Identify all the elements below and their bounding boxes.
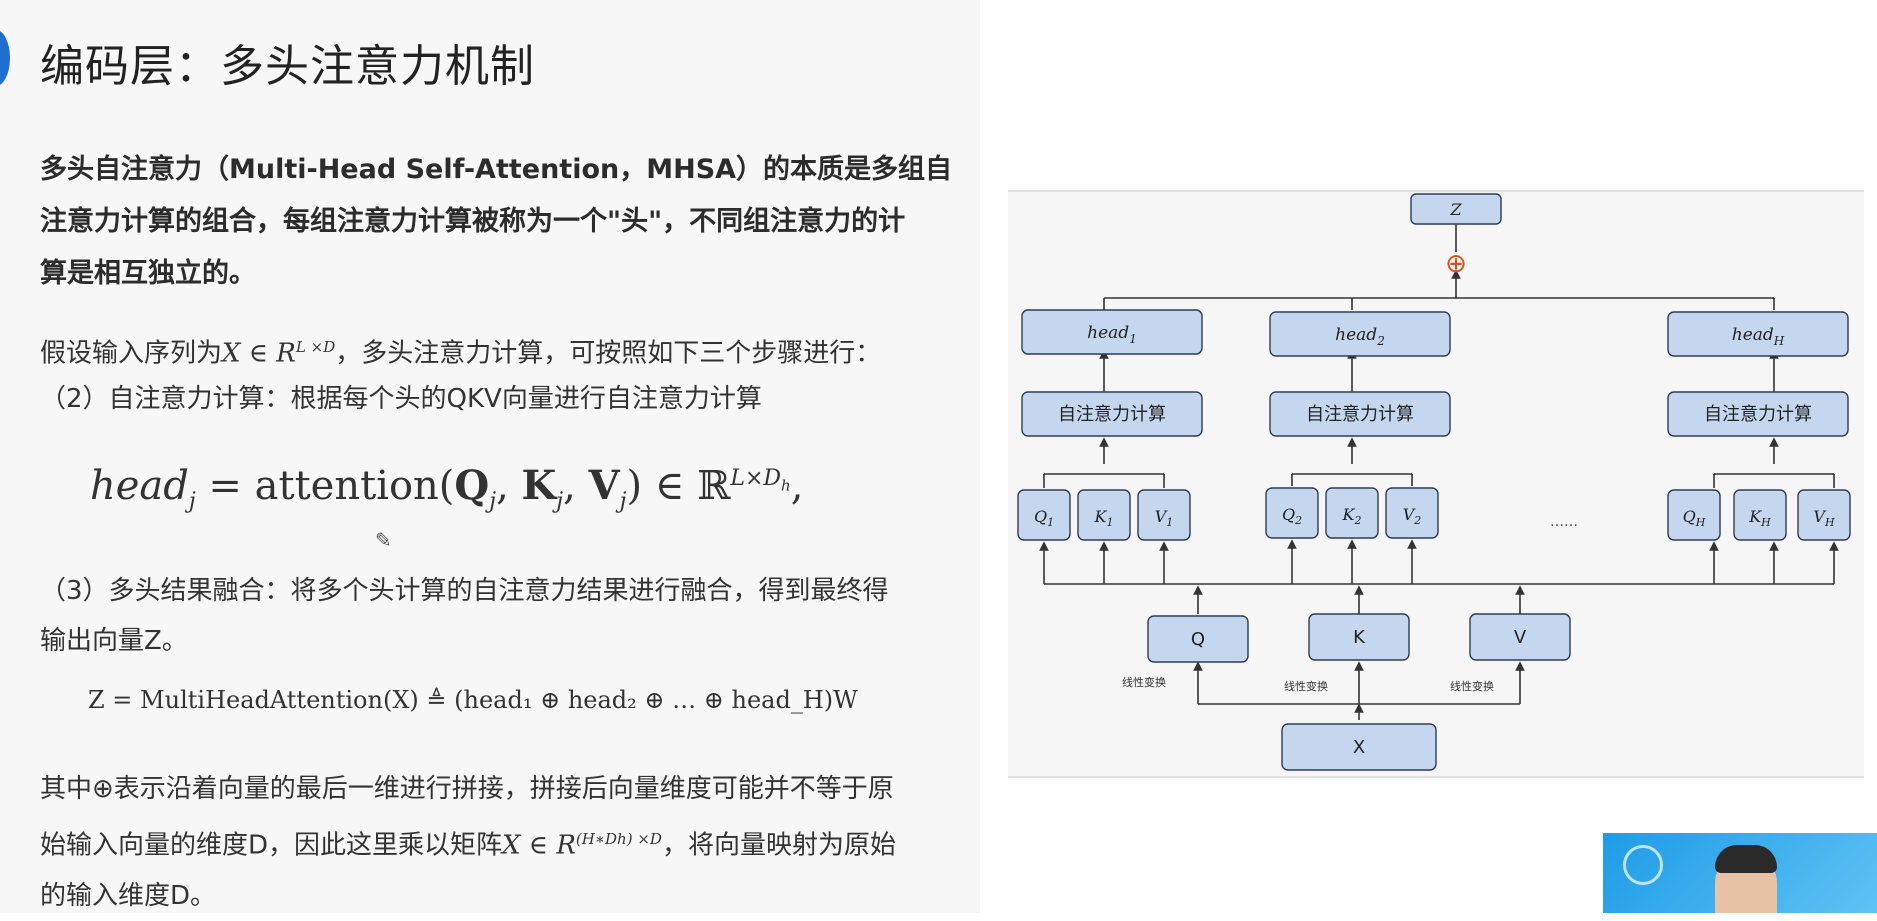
z-output-box	[1410, 193, 1502, 225]
self-attention-box	[1269, 391, 1451, 437]
v-box	[1797, 489, 1851, 541]
self-attention-box	[1021, 391, 1203, 437]
head-column-h: headH 自注意力计算 QH KH VH	[1667, 311, 1851, 541]
assumption-line: 假设输入序列为X ∈ RL ×D，多头注意力计算，可按照如下三个步骤进行：	[40, 338, 882, 369]
linear-transform-label-k: 线性变换	[1284, 679, 1328, 693]
q-box	[1667, 489, 1721, 541]
v-projection-box	[1469, 613, 1571, 661]
equation-multihead: Z = MultiHeadAttention(X) ≜ (head₁ ⊕ hea…	[88, 686, 858, 714]
q-projection-label: Q	[1191, 629, 1205, 650]
self-attention-box	[1667, 391, 1849, 437]
q-box	[1017, 489, 1071, 541]
q-box	[1265, 487, 1319, 539]
mhsa-diagram: Z ⊕ head1 自注意力计算 Q1 K1 V1 head2 自注意力计算 Q…	[1008, 190, 1864, 778]
head-box	[1269, 311, 1451, 357]
svg-text:Q1: Q1	[1034, 507, 1054, 529]
step-3-line-1: （3）多头结果融合：将多个头计算的自注意力结果进行融合，得到最终得	[40, 576, 889, 606]
concat-icon: ⊕	[1445, 249, 1467, 279]
self-attention-label: 自注意力计算	[1306, 404, 1414, 425]
equation-head: headj = attention(Qj, Kj, Vj) ∈ ℝL×Dh,	[90, 462, 804, 514]
step-2-text: （2）自注意力计算：根据每个头的QKV向量进行自注意力计算	[40, 384, 762, 414]
mhsa-diagram-svg: Z ⊕ head1 自注意力计算 Q1 K1 V1 head2 自注意力计算 Q…	[1017, 193, 1851, 771]
presenter-hair	[1715, 845, 1777, 873]
k-box	[1077, 489, 1131, 541]
svg-text:K2: K2	[1342, 505, 1362, 527]
pencil-cursor-icon: ✎	[375, 528, 392, 552]
svg-text:KH: KH	[1748, 507, 1771, 529]
conclusion-line-3: 的输入维度D。	[40, 880, 217, 911]
slide-title: 编码层：多头注意力机制	[40, 41, 535, 92]
head-column-1: head1 自注意力计算 Q1 K1 V1	[1017, 309, 1203, 541]
intro-line-3: 算是相互独立的。	[40, 258, 256, 289]
svg-text:V2: V2	[1403, 505, 1422, 527]
webcam-logo-icon	[1623, 845, 1663, 885]
self-attention-label: 自注意力计算	[1058, 404, 1166, 425]
input-seq-math: X ∈ R	[222, 338, 296, 369]
k-box	[1325, 487, 1379, 539]
x-input-label: X	[1353, 737, 1365, 758]
title-bullet-icon	[0, 30, 10, 86]
step-3-line-2: 输出向量Z。	[40, 626, 188, 656]
head-box	[1021, 309, 1203, 355]
svg-text:K1: K1	[1094, 507, 1114, 529]
head-box	[1667, 311, 1849, 357]
head-column-2: head2 自注意力计算 Q2 K2 V2	[1265, 311, 1451, 539]
q-projection-box	[1147, 615, 1249, 663]
svg-text:head1: head1	[1087, 323, 1137, 346]
intro-line-1: 多头自注意力（Multi-Head Self-Attention，MHSA）的本…	[40, 154, 953, 185]
ellipsis-label: ……	[1550, 514, 1578, 530]
self-attention-label: 自注意力计算	[1704, 404, 1812, 425]
k-projection-label: K	[1353, 627, 1366, 648]
linear-transform-label-v: 线性变换	[1450, 679, 1494, 693]
k-projection-box	[1308, 613, 1410, 661]
svg-text:QH: QH	[1683, 507, 1706, 529]
v-box	[1137, 489, 1191, 541]
z-output-label: Z	[1449, 200, 1462, 219]
svg-text:V1: V1	[1155, 507, 1174, 529]
webcam-overlay	[1603, 833, 1877, 913]
svg-text:VH: VH	[1813, 507, 1835, 529]
conclusion-paragraph: 其中⊕表示沿着向量的最后一维进行拼接，拼接后向量维度可能并不等于原 始输入向量的…	[40, 764, 896, 921]
intro-paragraph: 多头自注意力（Multi-Head Self-Attention，MHSA）的本…	[40, 144, 952, 300]
svg-text:Q2: Q2	[1282, 505, 1302, 527]
x-input-box	[1281, 723, 1437, 771]
svg-text:headH: headH	[1732, 325, 1785, 348]
linear-transform-label-q: 线性变换	[1122, 675, 1166, 689]
v-box	[1385, 487, 1439, 539]
conclusion-line-1: 其中⊕表示沿着向量的最后一维进行拼接，拼接后向量维度可能并不等于原	[40, 774, 894, 804]
step-3-paragraph: （3）多头结果融合：将多个头计算的自注意力结果进行融合，得到最终得 输出向量Z。	[40, 566, 889, 666]
v-projection-label: V	[1514, 627, 1527, 648]
conclusion-line-2: 始输入向量的维度D，因此这里乘以矩阵X ∈ R(H∗Dh) ×D，将向量映射为原…	[40, 830, 896, 861]
slide-text-panel: 编码层：多头注意力机制 多头自注意力（Multi-Head Self-Atten…	[0, 30, 953, 911]
intro-line-2: 注意力计算的组合，每组注意力计算被称为一个"头"，不同组注意力的计	[40, 206, 906, 237]
k-box	[1733, 489, 1787, 541]
svg-text:head2: head2	[1335, 325, 1385, 348]
